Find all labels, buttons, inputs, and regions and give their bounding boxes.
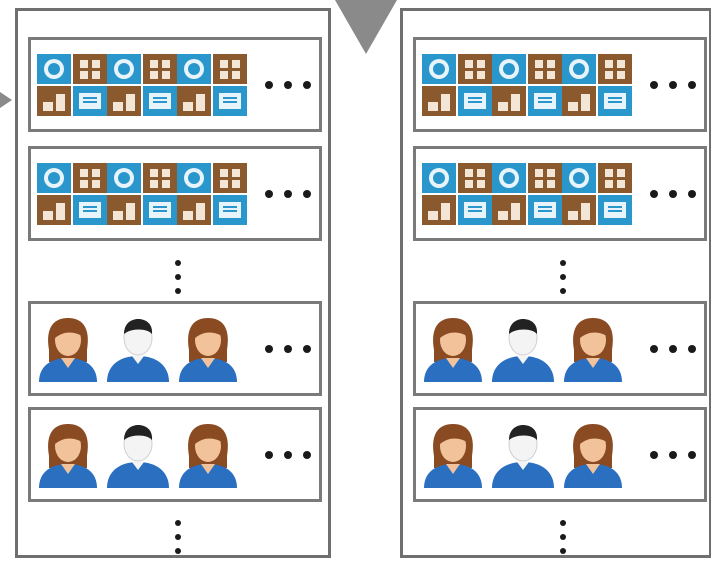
male-user-icon [107,316,169,382]
icon-group [422,304,632,393]
ellipsis-dot [560,520,566,526]
app-tile-icon [422,54,492,116]
male-user-icon [492,422,554,488]
ellipsis-dot [175,288,181,294]
ellipsis-dot [650,80,658,89]
ellipsis-dot [284,344,292,353]
ellipsis-dot [175,274,181,280]
icon-group [422,40,632,129]
ellipsis-dot [560,548,566,554]
female-user-icon [562,316,624,382]
ellipsis-dot [669,189,677,198]
left-panel [15,8,331,558]
app-tile-row [28,37,322,132]
ellipsis-dot [303,189,311,198]
ellipsis-dot [560,288,566,294]
ellipsis-dot [650,189,658,198]
ellipsis-dot [303,450,311,459]
icon-group [37,410,247,499]
app-tile-icon [37,54,107,116]
app-tile-icon [107,163,177,225]
ellipsis-dot [175,548,181,554]
user-row [413,301,707,396]
male-user-icon [107,422,169,488]
ellipsis-icon [650,304,696,393]
ellipsis-dot [265,80,273,89]
ellipsis-icon [650,410,696,499]
female-user-icon [422,316,484,382]
ellipsis-dot [669,450,677,459]
ellipsis-icon [265,149,311,238]
ellipsis-dot [265,450,273,459]
ellipsis-dot [688,189,696,198]
ellipsis-dot [265,189,273,198]
ellipsis-icon [265,410,311,499]
male-user-icon [492,316,554,382]
ellipsis-dot [560,274,566,280]
female-user-icon [37,422,99,488]
ellipsis-dot [650,450,658,459]
ellipsis-dot [265,344,273,353]
icon-group [37,304,247,393]
user-row [413,407,707,502]
female-user-icon [422,422,484,488]
user-row [28,407,322,502]
ellipsis-dot [284,450,292,459]
app-tile-icon [177,54,247,116]
ellipsis-dot [175,520,181,526]
ellipsis-dot [650,344,658,353]
ellipsis-icon [265,304,311,393]
vertical-ellipsis-icon [175,520,183,554]
vertical-ellipsis-icon [175,260,183,294]
app-tile-icon [107,54,177,116]
ellipsis-dot [688,80,696,89]
ellipsis-dot [688,344,696,353]
app-tile-icon [492,163,562,225]
app-tile-icon [37,163,107,225]
app-tile-icon [177,163,247,225]
ellipsis-icon [265,40,311,129]
app-tile-row [413,146,707,241]
ellipsis-dot [175,534,181,540]
female-user-icon [37,316,99,382]
arrow-icon [335,0,397,54]
arrow-icon [0,92,12,108]
ellipsis-dot [560,260,566,266]
icon-group [37,40,247,129]
icon-group [37,149,247,238]
ellipsis-icon [650,40,696,129]
ellipsis-icon [650,149,696,238]
ellipsis-dot [560,534,566,540]
ellipsis-dot [284,189,292,198]
ellipsis-dot [303,80,311,89]
female-user-icon [562,422,624,488]
ellipsis-dot [303,344,311,353]
user-row [28,301,322,396]
ellipsis-dot [688,450,696,459]
app-tile-icon [492,54,562,116]
vertical-ellipsis-icon [560,260,568,294]
app-tile-row [28,146,322,241]
female-user-icon [177,316,239,382]
ellipsis-dot [669,80,677,89]
app-tile-row [413,37,707,132]
right-panel [400,8,711,558]
ellipsis-dot [284,80,292,89]
ellipsis-dot [175,260,181,266]
icon-group [422,410,632,499]
vertical-ellipsis-icon [560,520,568,554]
female-user-icon [177,422,239,488]
app-tile-icon [562,163,632,225]
app-tile-icon [562,54,632,116]
icon-group [422,149,632,238]
ellipsis-dot [669,344,677,353]
app-tile-icon [422,163,492,225]
